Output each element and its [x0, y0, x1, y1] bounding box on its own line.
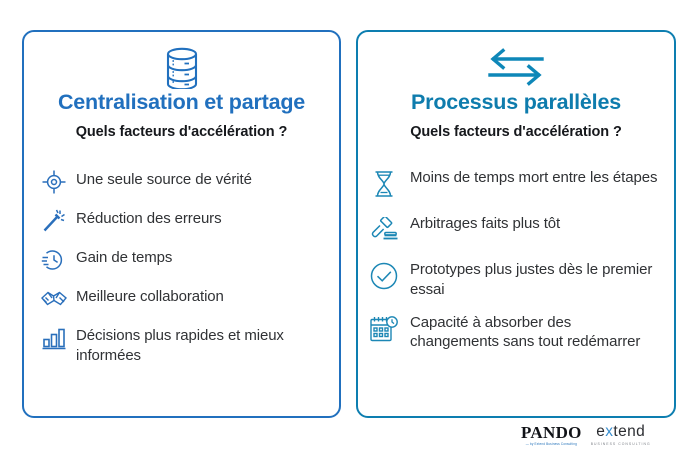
database-stack-icon	[24, 44, 339, 90]
card-processus: Processus parallèles Quels facteurs d'ac…	[356, 30, 676, 418]
card-title: Processus parallèles	[411, 90, 621, 114]
extend-suffix: tend	[613, 423, 646, 440]
list-item: Arbitrages faits plus tôt	[366, 213, 660, 247]
list-item-label: Capacité à absorber des changements sans…	[410, 313, 641, 351]
gavel-icon	[366, 213, 402, 247]
benefit-list: Une seule source de vérité Réduction des…	[24, 167, 339, 375]
list-item: Moins de temps mort entre les étapes	[366, 167, 660, 201]
bar-chart-icon	[38, 323, 70, 353]
target-crosshair-icon	[38, 167, 70, 197]
list-item-label: Réduction des erreurs	[76, 210, 222, 227]
list-item: Prototypes plus justes dès le premier es…	[366, 259, 660, 300]
fast-clock-icon	[38, 245, 70, 275]
list-item-label: Arbitrages faits plus tôt	[410, 215, 561, 232]
list-item: Une seule source de vérité	[38, 167, 325, 197]
list-item: Réduction des erreurs	[38, 206, 325, 236]
list-item-label: Décisions plus rapides et mieux informée…	[76, 327, 284, 364]
card-centralisation: Centralisation et partage Quels facteurs…	[22, 30, 341, 418]
list-item: Gain de temps	[38, 245, 325, 275]
pando-logo: PANDO — by Extend Business Consulting	[521, 424, 582, 447]
list-item: Meilleure collaboration	[38, 284, 325, 314]
card-subtitle: Quels facteurs d'accélération ?	[410, 124, 622, 140]
pando-wordmark: PANDO	[521, 422, 582, 442]
list-item-label: Moins de temps mort entre les étapes	[410, 169, 658, 186]
list-item-label: Prototypes plus justes dès le premier es…	[410, 261, 653, 298]
extend-tagline: BUSINESS CONSULTING	[590, 442, 651, 446]
benefit-list: Moins de temps mort entre les étapes Arb…	[358, 167, 674, 364]
extend-prefix: e	[596, 423, 606, 440]
magic-wand-icon	[38, 206, 70, 236]
handshake-icon	[38, 284, 70, 314]
list-item: Décisions plus rapides et mieux informée…	[38, 323, 325, 366]
hourglass-icon	[366, 167, 402, 201]
list-item-label: Gain de temps	[76, 249, 173, 266]
check-circle-icon	[366, 259, 402, 293]
list-item: Capacité à absorber des changements sans…	[366, 312, 660, 353]
calendar-clock-icon	[366, 312, 402, 346]
list-item-label: Meilleure collaboration	[76, 288, 224, 305]
two-way-arrows-icon	[358, 44, 674, 90]
card-title: Centralisation et partage	[57, 90, 306, 114]
list-item-label: Une seule source de vérité	[76, 171, 252, 188]
extend-x-mark: x	[605, 423, 614, 440]
pando-tagline: — by Extend Business Consulting	[525, 442, 577, 447]
card-subtitle: Quels facteurs d'accélération ?	[75, 124, 288, 140]
